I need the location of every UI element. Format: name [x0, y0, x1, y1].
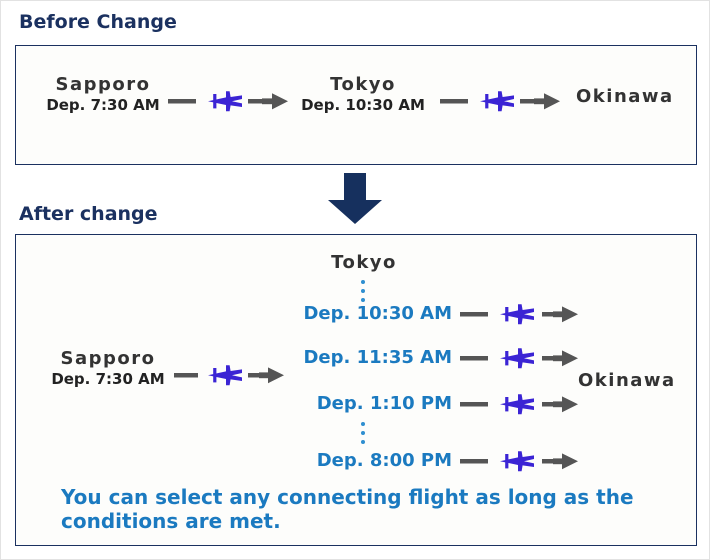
- dash-segment-icon: [542, 356, 554, 361]
- airplane-icon: [480, 91, 514, 112]
- dash-segment-icon: [542, 402, 554, 407]
- dash-segment-icon: [460, 312, 488, 317]
- dash-segment-icon: [174, 373, 198, 378]
- before-connector-1: [168, 86, 292, 116]
- after-change-panel: Tokyo Sapporo Dep. 7:30 AM: [15, 234, 697, 546]
- before-change-title: Before Change: [19, 11, 177, 33]
- arrow-right-icon: [534, 93, 560, 110]
- dash-segment-icon: [542, 459, 554, 464]
- before-connection-city: Tokyo: [330, 74, 396, 95]
- before-destination-city: Okinawa: [576, 86, 674, 107]
- before-connector-2: [440, 86, 564, 116]
- vertical-dots-icon-top: [361, 280, 366, 307]
- after-option-departure-1: Dep. 10:30 AM: [303, 303, 452, 324]
- before-connection-block: Tokyo Dep. 10:30 AM: [288, 74, 438, 114]
- after-origin-city: Sapporo: [60, 348, 156, 369]
- before-origin-block: Sapporo Dep. 7:30 AM: [38, 74, 168, 114]
- airplane-icon: [208, 91, 242, 112]
- arrow-right-icon: [553, 396, 578, 413]
- dash-segment-icon: [440, 99, 468, 104]
- after-origin-connector: [174, 360, 292, 390]
- after-change-title: After change: [19, 203, 158, 225]
- airplane-icon: [500, 304, 534, 325]
- after-option-departure-3: Dep. 1:10 PM: [316, 393, 452, 414]
- airplane-icon: [500, 394, 534, 415]
- before-origin-departure: Dep. 7:30 AM: [46, 96, 160, 114]
- airplane-icon: [208, 365, 242, 386]
- dash-segment-icon: [248, 99, 264, 104]
- arrow-right-icon: [553, 306, 578, 323]
- arrow-down-icon: [319, 173, 391, 225]
- dash-segment-icon: [460, 356, 488, 361]
- airplane-icon: [500, 348, 534, 369]
- after-hub-city: Tokyo: [331, 252, 397, 273]
- arrow-right-icon: [553, 350, 578, 367]
- after-option-departure-2: Dep. 11:35 AM: [303, 347, 452, 368]
- dash-segment-icon: [248, 373, 260, 378]
- dash-segment-icon: [520, 99, 536, 104]
- after-option-connector-2: [460, 343, 592, 373]
- after-destination-city: Okinawa: [578, 370, 676, 391]
- after-change-caption: You can select any connecting flight as …: [61, 485, 634, 534]
- arrow-right-icon: [259, 367, 284, 384]
- before-connection-departure: Dep. 10:30 AM: [301, 96, 425, 114]
- before-origin-city: Sapporo: [55, 74, 151, 95]
- vertical-dots-icon-middle: [361, 422, 366, 449]
- dash-segment-icon: [460, 459, 488, 464]
- after-origin-block: Sapporo Dep. 7:30 AM: [38, 348, 178, 388]
- before-change-panel: Sapporo Dep. 7:30 AM: [15, 45, 697, 165]
- after-origin-departure: Dep. 7:30 AM: [51, 370, 165, 388]
- after-option-connector-4: [460, 446, 592, 476]
- dash-segment-icon: [460, 402, 488, 407]
- airplane-icon: [500, 451, 534, 472]
- arrow-right-icon: [262, 93, 288, 110]
- after-option-departure-4: Dep. 8:00 PM: [316, 450, 452, 471]
- after-option-connector-1: [460, 299, 592, 329]
- dash-segment-icon: [168, 99, 196, 104]
- after-option-connector-3: [460, 389, 592, 419]
- dash-segment-icon: [542, 312, 554, 317]
- arrow-right-icon: [553, 453, 578, 470]
